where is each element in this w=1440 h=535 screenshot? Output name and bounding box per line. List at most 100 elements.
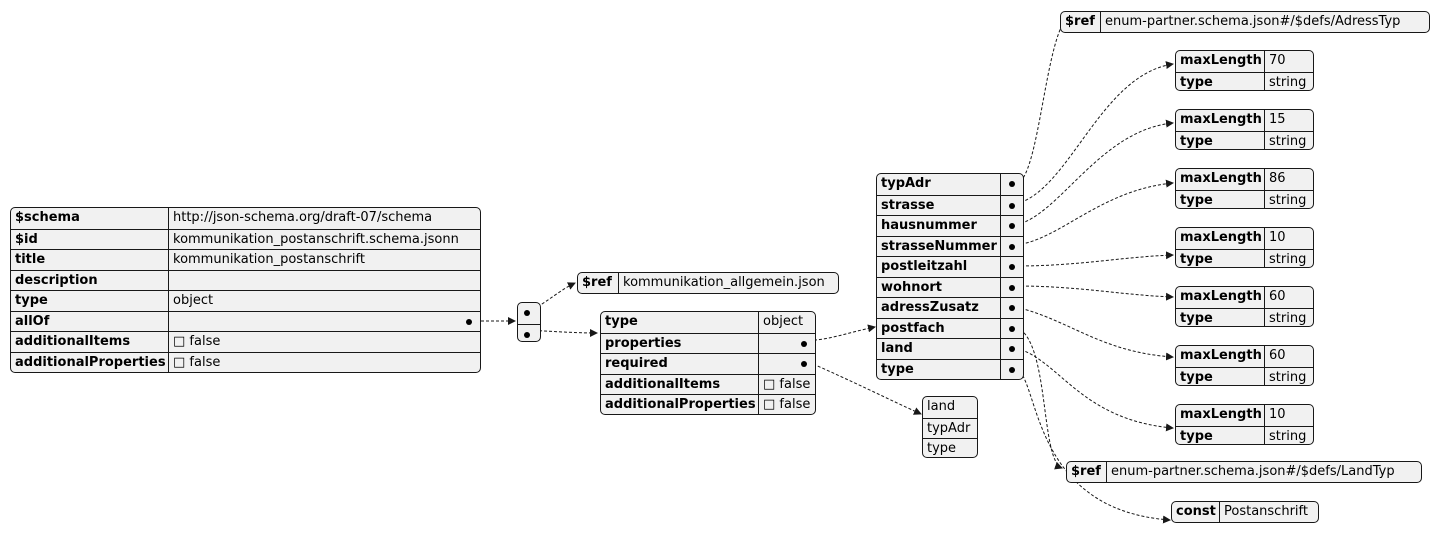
- root-value: kommunikation_postanschrift: [173, 252, 365, 267]
- connector-dot: [1009, 305, 1015, 311]
- connector-dot: [801, 361, 807, 367]
- sub-row: additionalItems□ false: [601, 373, 815, 394]
- property-row: strasseNummer: [877, 235, 1023, 257]
- property-link: [1001, 237, 1023, 257]
- connector-dot: [1009, 223, 1015, 229]
- root-value: http://json-schema.org/draft-07/schema: [173, 210, 433, 225]
- leaf-value: string: [1269, 369, 1307, 385]
- root-value: □ false: [173, 334, 221, 349]
- property-row: type: [877, 358, 1023, 380]
- sub-row: additionalProperties□ false: [601, 394, 815, 414]
- root-key: type: [11, 291, 169, 311]
- edge-land: [1015, 347, 1174, 432]
- property-link: [1001, 216, 1023, 236]
- leaf-value: 10: [1269, 230, 1286, 245]
- leaf-key: maxLength: [1176, 169, 1265, 190]
- root-row: additionalProperties□ false: [11, 351, 480, 372]
- property-row: hausnummer: [877, 215, 1023, 236]
- property-name: wohnort: [877, 277, 1001, 297]
- leaf-key: maxLength: [1176, 110, 1265, 131]
- root-value: [169, 312, 480, 332]
- leaf-value: 15: [1269, 112, 1286, 127]
- leaf-key: maxLength: [1176, 287, 1265, 308]
- property-link: [1001, 298, 1023, 318]
- property-name: postfach: [877, 318, 1001, 338]
- leaf-key: maxLength: [1176, 228, 1265, 249]
- property-row: strasse: [877, 194, 1023, 215]
- connector-dot: [1009, 202, 1015, 209]
- ref-landtyp-box: $ref enum-partner.schema.json#/$defs/Lan…: [1066, 461, 1422, 483]
- required-item: typAdr: [923, 417, 977, 439]
- edge-adressZusatz: [1015, 306, 1174, 361]
- edge-postleitzahl: [1015, 251, 1174, 267]
- edge-wohnort: [1015, 285, 1174, 301]
- sub-value: [759, 354, 815, 374]
- sub-value: object: [763, 314, 804, 329]
- property-name: typAdr: [877, 174, 1001, 195]
- leaf-key: type: [1176, 190, 1265, 208]
- ref-value: enum-partner.schema.json#/$defs/AdressTy…: [1105, 14, 1401, 29]
- edge-strasseNummer: [1015, 179, 1174, 246]
- leaf-key: type: [1176, 72, 1265, 90]
- root-row: title kommunikation_postanschrift: [11, 249, 480, 270]
- sub-value: [759, 334, 815, 354]
- sub-key: additionalProperties: [601, 395, 759, 414]
- required-list-box: land typAdr type: [922, 396, 978, 458]
- sub-key: properties: [601, 333, 759, 353]
- property-name: type: [877, 359, 1001, 379]
- leaf-value: string: [1269, 192, 1307, 208]
- leaf-key: type: [1176, 249, 1265, 267]
- sub-key: required: [601, 354, 759, 374]
- property-row: typAdr: [877, 174, 1023, 195]
- ref-key: $ref: [578, 273, 619, 293]
- root-row: type object: [11, 290, 480, 311]
- edge-hausnummer: [1015, 119, 1174, 226]
- ref-value: kommunikation_allgemein.json: [623, 275, 825, 290]
- leaf-value: 60: [1269, 289, 1286, 304]
- connector-dot: [466, 318, 472, 325]
- leaf-value: string: [1269, 428, 1307, 444]
- ref-key: $ref: [1061, 12, 1101, 32]
- ref-value: enum-partner.schema.json#/$defs/LandTyp: [1111, 464, 1395, 479]
- root-value: object: [173, 293, 214, 308]
- leaf-key: type: [1176, 426, 1265, 444]
- property-row: postfach: [877, 317, 1023, 338]
- edge-typAdr: [1015, 14, 1071, 185]
- leaf-value: string: [1269, 251, 1307, 267]
- leaf-key: type: [1176, 367, 1265, 385]
- const-value: Postanschrift: [1224, 504, 1308, 519]
- property-link: [1001, 360, 1023, 380]
- leaf-value: 60: [1269, 348, 1286, 363]
- root-key: $id: [11, 229, 169, 249]
- property-link: [1001, 339, 1023, 359]
- allof-item-1: [518, 323, 540, 342]
- leaf-value: 70: [1269, 53, 1286, 68]
- edge-required: [803, 359, 922, 415]
- property-row: land: [877, 338, 1023, 359]
- ref-key: $ref: [1067, 462, 1107, 482]
- leaf-key: type: [1176, 308, 1265, 326]
- const-box: const Postanschrift: [1171, 501, 1319, 523]
- root-value: kommunikation_postanschrift.schema.jsonn: [173, 231, 459, 247]
- root-key: $schema: [11, 208, 169, 229]
- property-name: postleitzahl: [877, 257, 1001, 277]
- leaf-value: 10: [1269, 407, 1286, 422]
- root-key: allOf: [11, 311, 169, 331]
- root-key: description: [11, 270, 169, 290]
- sub-row: required: [601, 353, 815, 374]
- root-key: title: [11, 250, 169, 270]
